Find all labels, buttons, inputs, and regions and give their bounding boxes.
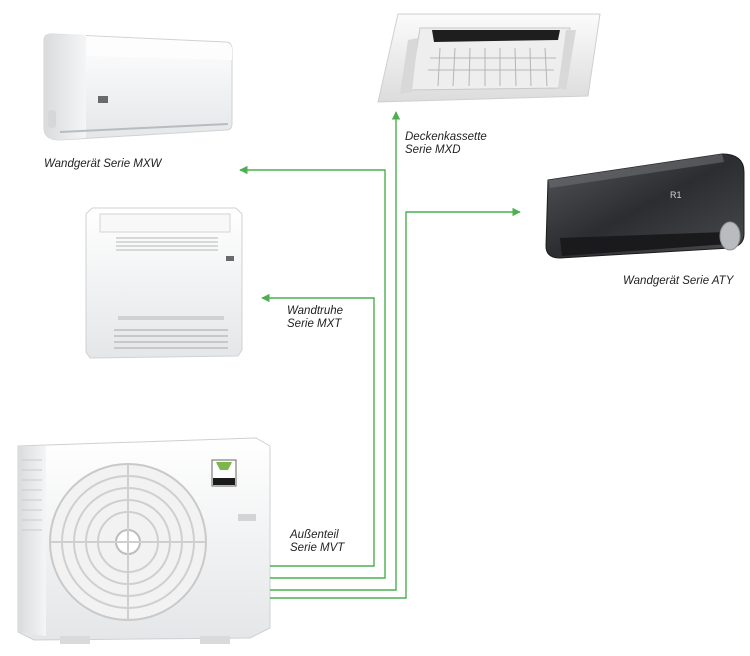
- label-mxd: Deckenkassette Serie MXD: [405, 131, 487, 156]
- console-unit-mxt-image: [85, 207, 243, 359]
- pipe-to-mxd: [270, 111, 401, 591]
- outdoor-unit-mvt-image: [17, 437, 271, 644]
- remko-logo: [211, 459, 237, 487]
- label-mxw: Wandgerät Serie MXW: [44, 158, 162, 170]
- pipe-to-aty: [270, 207, 521, 599]
- wall-unit-aty-image: R1: [545, 153, 745, 259]
- ceiling-cassette-mxd-image: [377, 13, 601, 103]
- label-aty: Wandgerät Serie ATY: [623, 275, 734, 287]
- pipe-to-mxw: [239, 165, 386, 579]
- pipe-to-mxt: [261, 293, 375, 567]
- label-mvt: Außenteil Serie MVT: [290, 529, 345, 554]
- label-mxt: Wandtruhe Serie MXT: [287, 305, 344, 330]
- svg-text:R1: R1: [670, 190, 682, 200]
- wall-unit-mxw-image: [43, 33, 233, 141]
